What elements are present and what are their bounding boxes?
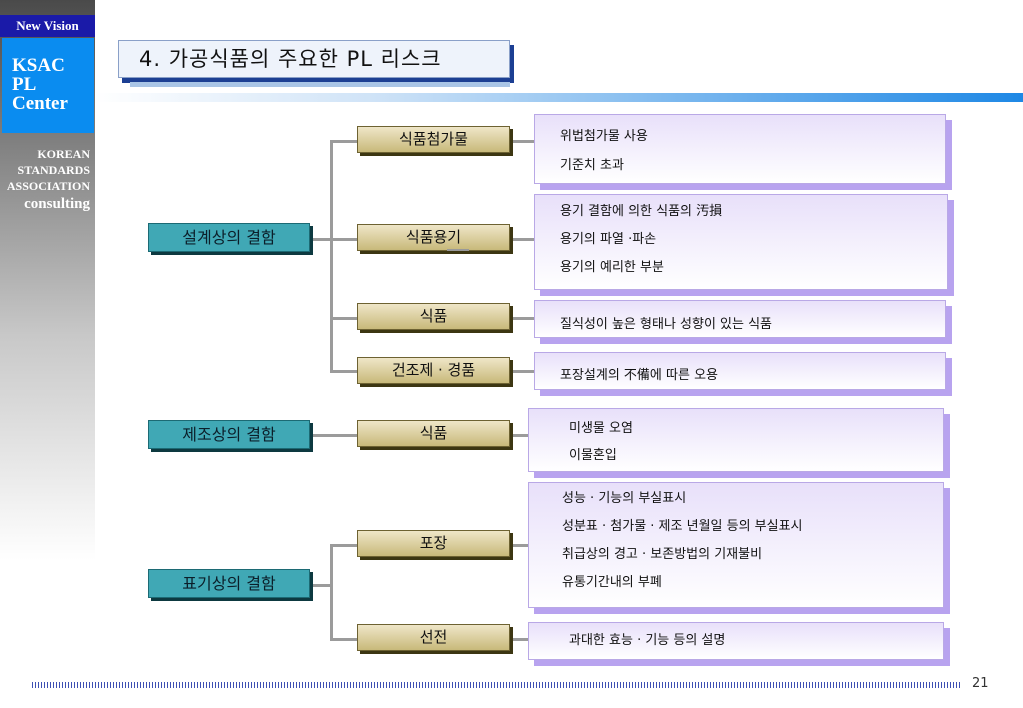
pl-line: PL (12, 74, 37, 95)
connector-label-vertical (330, 544, 333, 641)
detail-desiccant: 포장설계의 不備에 따른 오용 (534, 352, 946, 390)
detail-line: 기준치 초과 (560, 158, 624, 173)
container-underline (447, 249, 469, 251)
slide-title: 4. 가공식품의 주요한 PL 리스크 (118, 40, 510, 78)
detail-line: 용기의 예리한 부분 (560, 260, 664, 275)
connector-detail-1 (510, 140, 534, 143)
footer-dotted-line (32, 682, 960, 688)
detail-line: 포장설계의 不備에 따른 오용 (560, 368, 718, 383)
connector-to-desiccant (330, 370, 357, 373)
association-line-korean: KOREAN (37, 147, 90, 161)
connector-design-vertical (330, 140, 333, 372)
connector-detail-3 (510, 317, 534, 320)
connector-detail-2 (510, 238, 534, 241)
connector-manufacture (310, 434, 357, 437)
sub-food-manufacture: 식품 (357, 420, 510, 447)
category-labeling-defect: 표기상의 결함 (148, 569, 310, 598)
ksac-line: KSAC (12, 55, 65, 76)
detail-line: 미생물 오염 (569, 421, 633, 436)
detail-line: 성능 · 기능의 부실표시 (562, 491, 687, 506)
center-line: Center (12, 93, 68, 114)
page-number: 21 (972, 676, 989, 691)
connector-to-packaging (330, 544, 357, 547)
detail-food-container: 용기 결함에 의한 식품의 汚損 용기의 파열 ·파손 용기의 예리한 부분 (534, 194, 948, 290)
sub-food-additive: 식품첨가물 (357, 126, 510, 153)
sub-food-container: 식품용기 (357, 224, 510, 251)
detail-line: 과대한 효능 · 기능 등의 설명 (569, 633, 726, 648)
category-design-defect: 설계상의 결함 (148, 223, 310, 252)
detail-line: 질식성이 높은 형태나 성향이 있는 식품 (560, 317, 773, 332)
detail-line: 용기의 파열 ·파손 (560, 232, 657, 247)
connector-detail-7 (510, 638, 528, 641)
detail-line: 성분표 · 첨가물 · 제조 년월일 등의 부실표시 (562, 519, 803, 534)
connector-to-advertising (330, 638, 357, 641)
detail-manufacture: 미생물 오염 이물혼입 (528, 408, 944, 472)
connector-design-cat (310, 238, 332, 241)
detail-line: 용기 결함에 의한 식품의 汚損 (560, 204, 723, 219)
connector-detail-4 (510, 370, 534, 373)
detail-line: 위법첨가물 사용 (560, 129, 648, 144)
connector-label-cat (310, 584, 332, 587)
connector-to-container (330, 238, 357, 241)
detail-line: 유통기간내의 부폐 (562, 575, 662, 590)
header-band (95, 93, 1023, 102)
detail-packaging: 성능 · 기능의 부실표시 성분표 · 첨가물 · 제조 년월일 등의 부실표시… (528, 482, 944, 608)
detail-line: 이물혼입 (569, 448, 617, 463)
sub-packaging: 포장 (357, 530, 510, 557)
title-underline (130, 82, 510, 87)
association-name: KOREAN STANDARDS ASSOCIATION consulting (0, 146, 90, 214)
detail-food-design: 질식성이 높은 형태나 성향이 있는 식품 (534, 300, 946, 338)
consulting-label: consulting (24, 196, 90, 212)
new-vision-label: New Vision (0, 15, 95, 37)
ksac-logo-box: KSAC PL Center (2, 38, 94, 133)
detail-food-additive: 위법첨가물 사용 기준치 초과 (534, 114, 946, 184)
category-manufacturing-defect: 제조상의 결함 (148, 420, 310, 449)
connector-detail-5 (510, 434, 528, 437)
association-line-association: ASSOCIATION (6, 179, 90, 193)
sub-desiccant-premium: 건조제 · 경품 (357, 357, 510, 384)
connector-to-additive (330, 140, 357, 143)
association-line-standards: STANDARDS (17, 163, 90, 177)
detail-advertising: 과대한 효능 · 기능 등의 설명 (528, 622, 944, 660)
connector-to-food1 (330, 317, 357, 320)
sub-advertising: 선전 (357, 624, 510, 651)
sub-food-design: 식품 (357, 303, 510, 330)
detail-line: 취급상의 경고 · 보존방법의 기재불비 (562, 547, 763, 562)
connector-detail-6 (510, 544, 528, 547)
